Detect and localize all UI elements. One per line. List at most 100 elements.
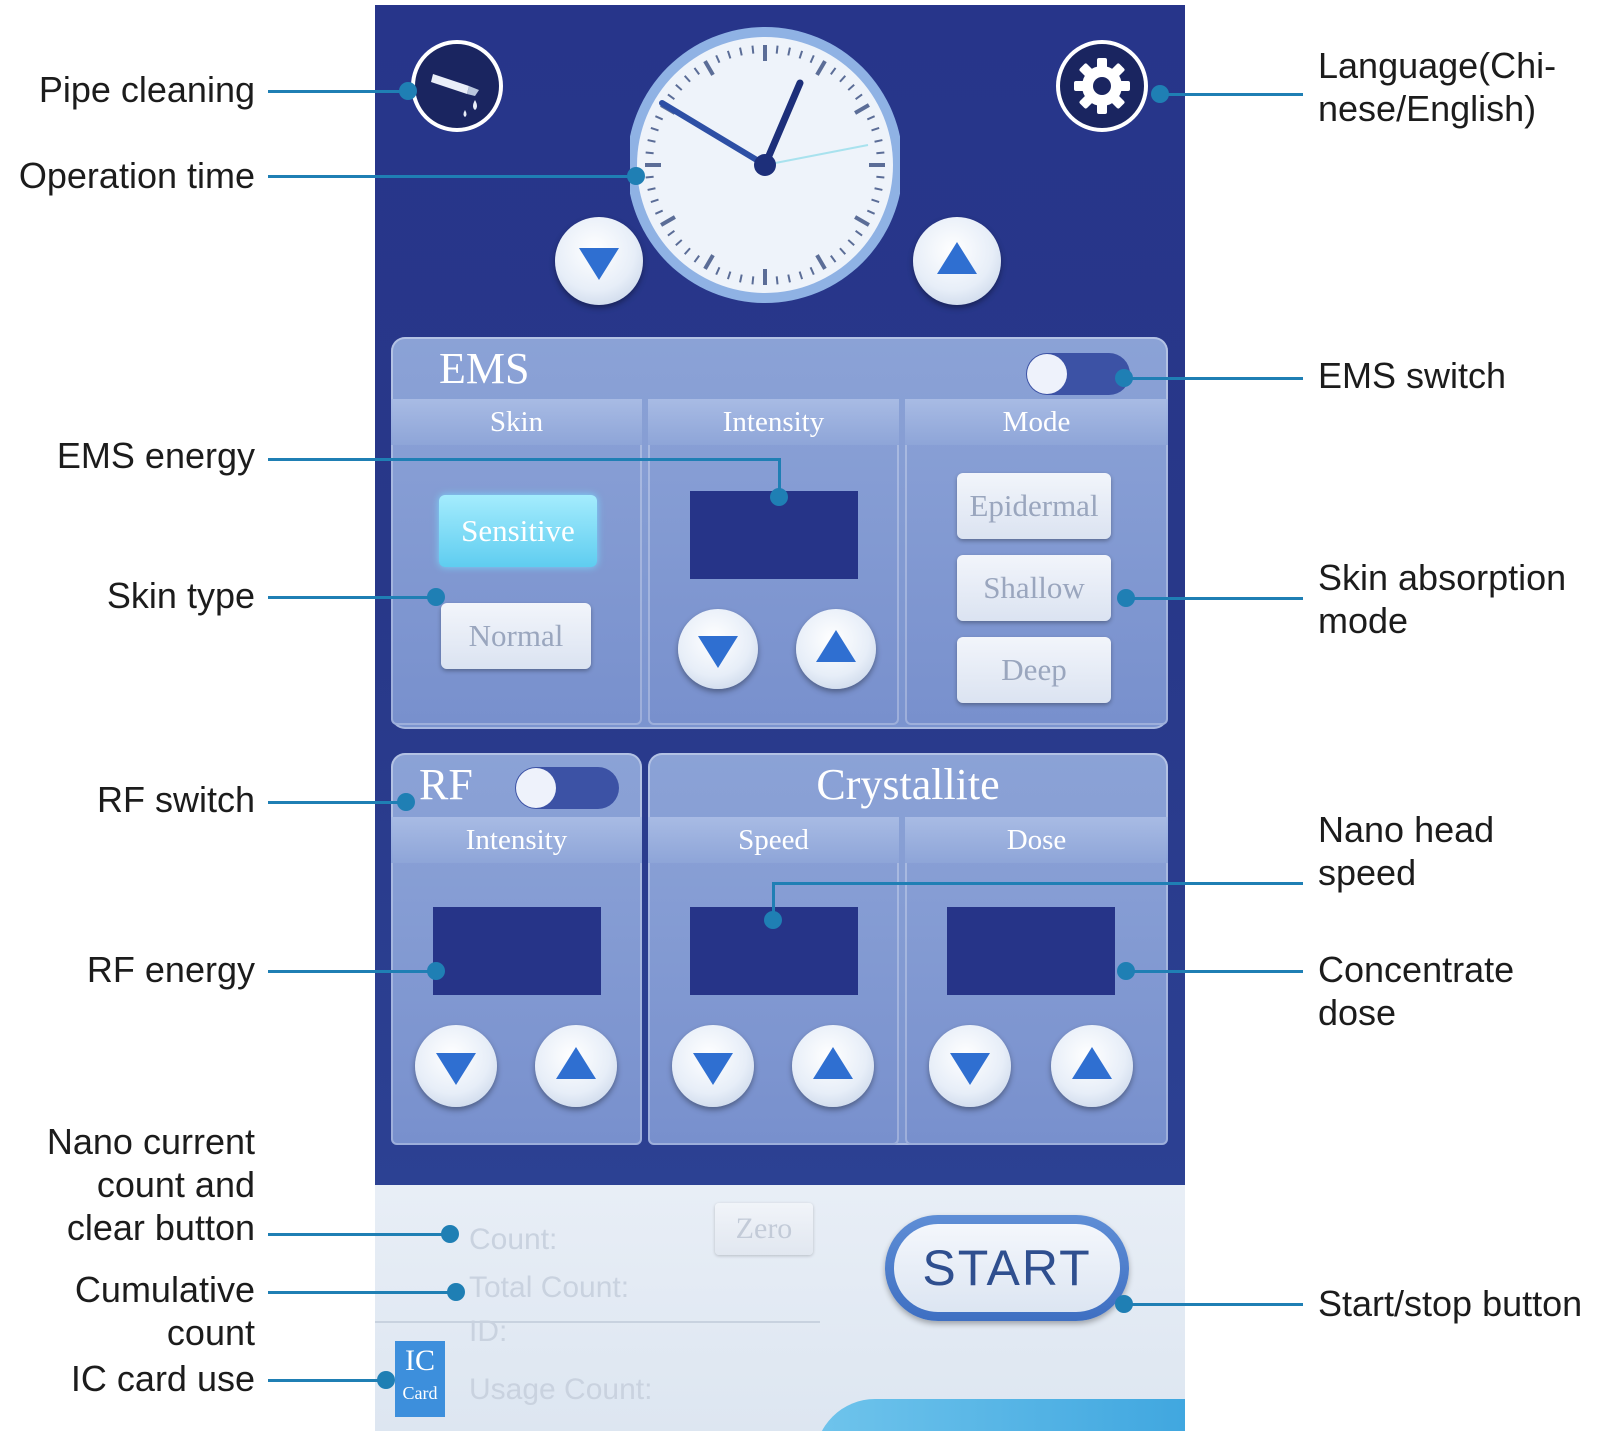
ems-mode-column: Mode Epidermal Shallow Deep: [905, 399, 1168, 725]
clock-tick: [715, 54, 721, 64]
clock-tick: [787, 47, 791, 56]
leader-skin-absorption: [1126, 597, 1303, 600]
rf-intensity-header: Intensity: [391, 817, 642, 863]
label-rf-energy: RF energy: [86, 949, 255, 990]
pipe-cleaning-button[interactable]: [411, 40, 503, 132]
clock-tick: [874, 139, 883, 143]
rf-intensity-decrease-button[interactable]: [415, 1025, 497, 1107]
rf-panel: RF Intensity: [391, 753, 642, 1145]
ic-card-badge[interactable]: IC Card: [395, 1341, 445, 1417]
ic-badge-top: IC: [405, 1344, 435, 1377]
time-decrease-button[interactable]: [555, 217, 643, 305]
start-button-label: START: [922, 1240, 1092, 1296]
clock-tick: [854, 103, 870, 115]
label-start-stop: Start/stop button: [1318, 1283, 1583, 1324]
label-cumulative-count: Cumulative count: [75, 1268, 255, 1354]
skin-sensitive-button[interactable]: Sensitive: [439, 495, 597, 567]
dot-rf-switch: [397, 793, 415, 811]
crystallite-speed-column: Speed: [648, 817, 899, 1145]
clock-tick: [654, 209, 664, 215]
gear-icon: [1074, 58, 1130, 114]
leader-nano-head-speed: [772, 882, 1303, 885]
leader-ems-switch: [1124, 377, 1303, 380]
ems-energy-display: [690, 491, 858, 579]
skin-normal-button[interactable]: Normal: [441, 603, 591, 669]
ems-title: EMS: [439, 344, 530, 393]
dot-nano-head-speed: [764, 911, 782, 929]
device-screen: EMS Skin Sensitive Normal Intensity Mode…: [375, 5, 1185, 1185]
crystallite-dose-column: Dose: [905, 817, 1168, 1145]
ems-intensity-decrease-button[interactable]: [678, 609, 758, 689]
clock-tick: [847, 83, 855, 91]
time-increase-button[interactable]: [913, 217, 1001, 305]
clock-tick: [650, 126, 659, 132]
arrow-up-icon: [556, 1047, 596, 1079]
label-ems-energy: EMS energy: [56, 435, 255, 476]
zero-button[interactable]: Zero: [715, 1203, 813, 1255]
label-ems-switch: EMS switch: [1318, 355, 1507, 396]
arrow-down-icon: [436, 1053, 476, 1085]
id-label: ID:: [469, 1315, 508, 1348]
label-skin-type: Skin type: [106, 575, 255, 616]
arrow-down-icon: [579, 248, 619, 280]
mode-epidermal-button[interactable]: Epidermal: [957, 473, 1111, 539]
label-concentrate-dose: Concentrate dose: [1318, 948, 1514, 1034]
arrow-down-icon: [693, 1053, 733, 1085]
label-rf-switch: RF switch: [96, 779, 255, 820]
clock-tick: [866, 115, 876, 121]
label-pipe-cleaning: Pipe cleaning: [38, 69, 255, 110]
clock-tick: [683, 247, 691, 255]
clock-tick: [874, 187, 883, 191]
clock-tick: [815, 254, 827, 270]
ems-skin-header: Skin: [391, 399, 642, 445]
arrow-up-icon: [813, 1047, 853, 1079]
concentrate-dose-display: [947, 907, 1115, 995]
ems-intensity-increase-button[interactable]: [796, 609, 876, 689]
crystallite-dose-header: Dose: [905, 817, 1168, 863]
dot-pipe-cleaning: [399, 82, 417, 100]
operation-time-clock[interactable]: [627, 5, 903, 305]
leader-start-stop: [1124, 1303, 1303, 1306]
rf-intensity-increase-button[interactable]: [535, 1025, 617, 1107]
dot-nano-count: [441, 1225, 459, 1243]
label-nano-head-line2: speed: [1318, 852, 1417, 893]
clock-tick: [855, 230, 863, 237]
dot-operation-time: [627, 167, 645, 185]
dot-rf-energy: [427, 962, 445, 980]
clock-tick: [839, 247, 847, 255]
rf-switch[interactable]: [515, 767, 619, 809]
label-nano-current-count: Nano current count and clear button: [47, 1120, 255, 1249]
start-button[interactable]: START: [885, 1215, 1129, 1321]
crystallite-speed-header: Speed: [648, 817, 899, 863]
clock-tick: [660, 215, 676, 227]
label-language-line1: Language(Chi-: [1318, 45, 1557, 86]
pipette-drop-icon: [431, 74, 479, 117]
mode-shallow-button[interactable]: Shallow: [957, 555, 1111, 621]
speed-increase-button[interactable]: [792, 1025, 874, 1107]
dot-skin-type: [427, 588, 445, 606]
ems-intensity-header: Intensity: [648, 399, 899, 445]
mode-deep-button[interactable]: Deep: [957, 637, 1111, 703]
clock-tick: [645, 175, 654, 179]
clock-tick: [854, 215, 870, 227]
label-nano-head-speed: Nano head speed: [1318, 808, 1494, 894]
dose-decrease-button[interactable]: [929, 1025, 1011, 1107]
ems-switch[interactable]: [1026, 353, 1130, 395]
clock-tick: [775, 45, 779, 54]
language-settings-button[interactable]: [1056, 40, 1148, 132]
ems-mode-header: Mode: [905, 399, 1168, 445]
start-button-face: START: [894, 1224, 1120, 1312]
leader-language: [1160, 93, 1303, 96]
speed-decrease-button[interactable]: [672, 1025, 754, 1107]
dot-start-stop: [1115, 1295, 1133, 1313]
arrow-up-icon: [1072, 1047, 1112, 1079]
clock-tick: [876, 151, 885, 155]
leader-operation-time: [268, 175, 636, 178]
clock-tick: [726, 271, 732, 280]
dose-increase-button[interactable]: [1051, 1025, 1133, 1107]
label-concentrate-line1: Concentrate: [1318, 949, 1515, 990]
clock-tick: [871, 126, 880, 132]
clock-tick: [876, 175, 885, 179]
leader-rf-energy: [268, 970, 436, 973]
arrow-up-icon: [937, 242, 977, 274]
